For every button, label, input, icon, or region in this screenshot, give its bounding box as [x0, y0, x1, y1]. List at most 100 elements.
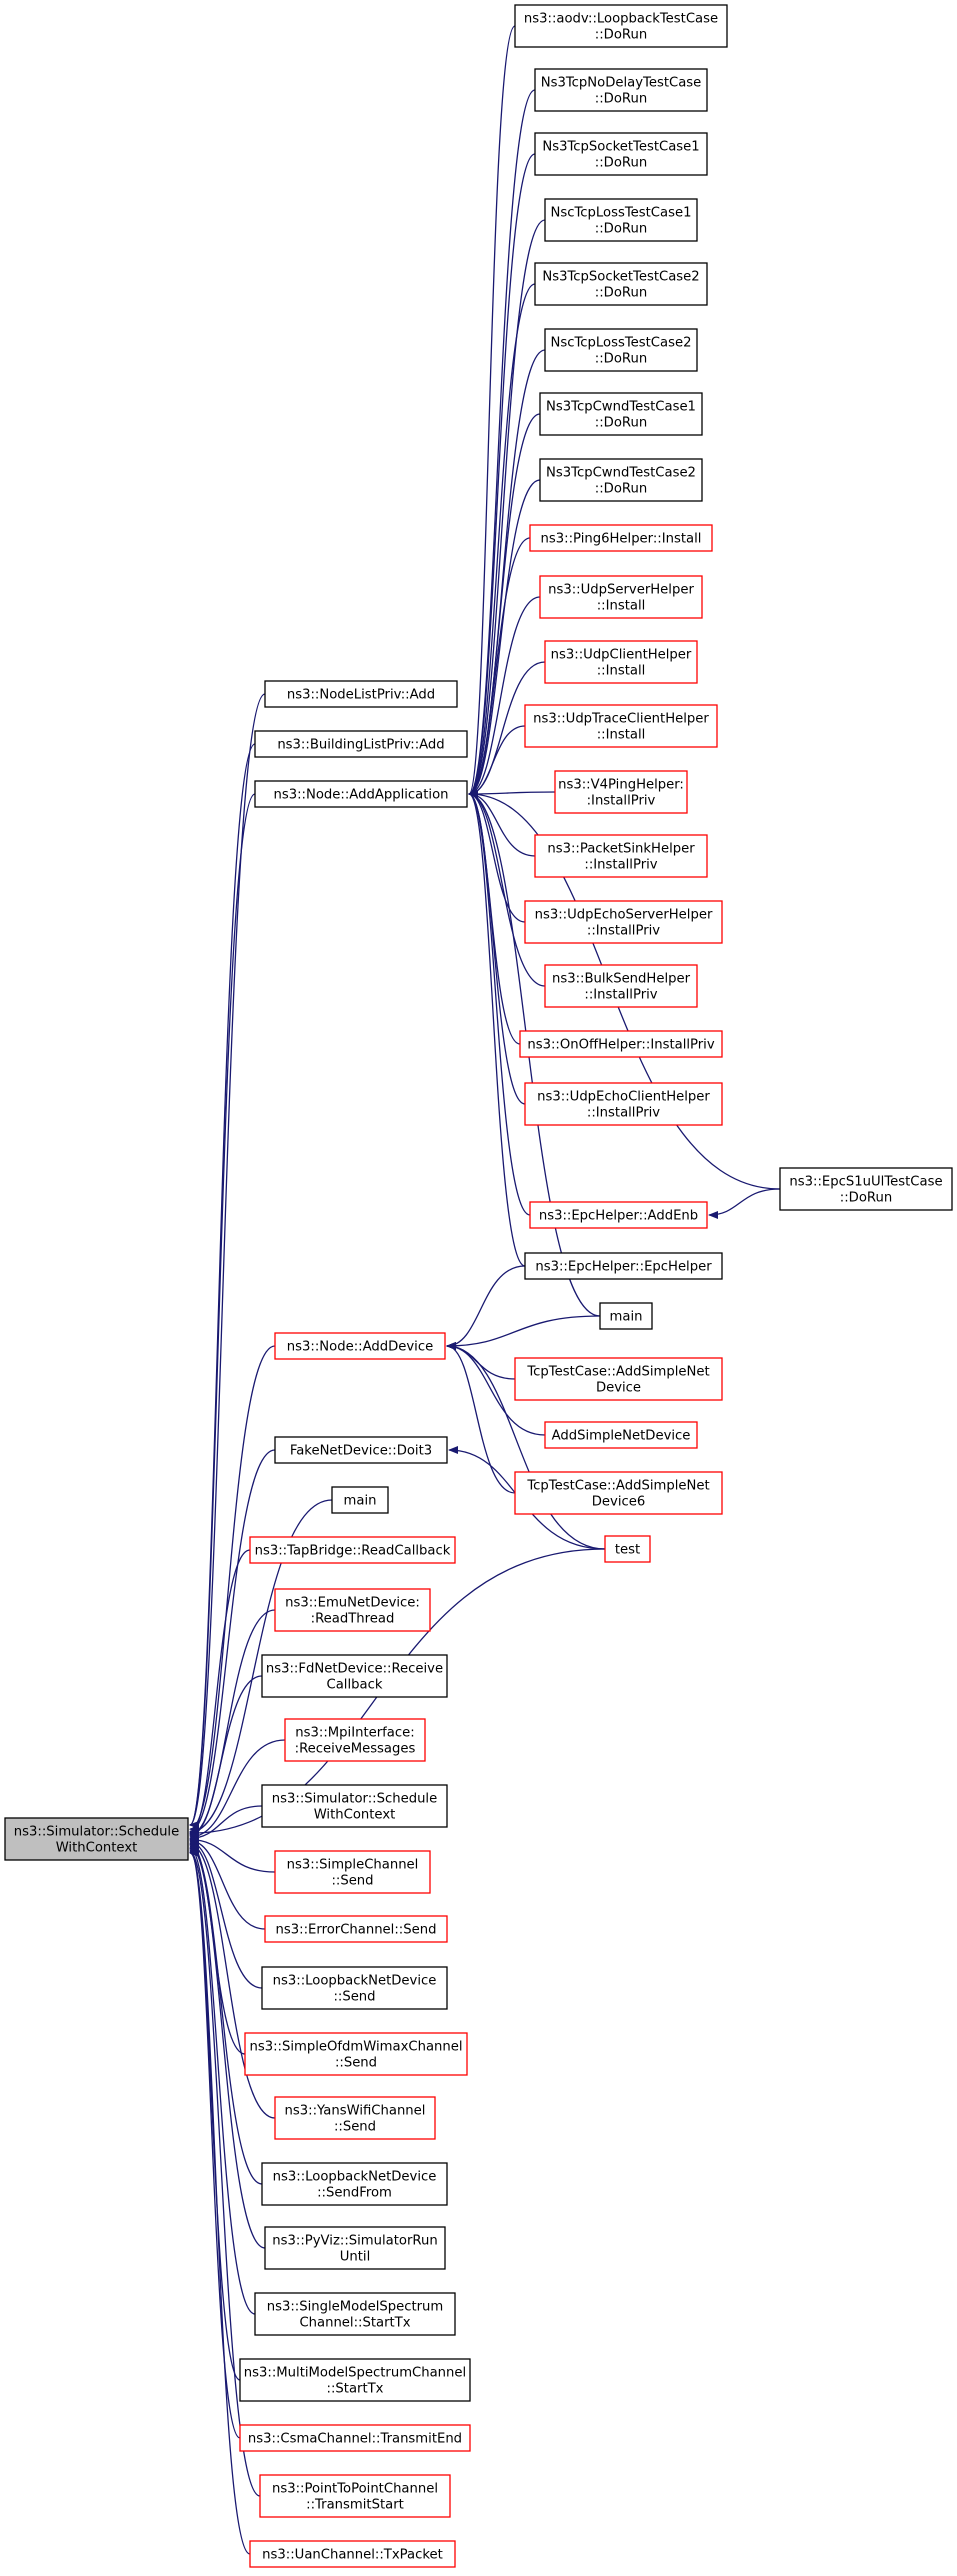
node-echoserver[interactable]: ns3::UdpEchoServerHelper::InstallPriv [524, 900, 723, 944]
node-label: test [615, 1543, 640, 1558]
edge-main2-to-root [189, 1499, 333, 1837]
edge-socket1-to-addapp [468, 153, 536, 798]
node-test[interactable]: test [604, 1535, 651, 1563]
node-box [514, 1357, 723, 1401]
node-label: ::Send [333, 1990, 375, 2005]
node-socket2[interactable]: Ns3TcpSocketTestCase2::DoRun [534, 262, 708, 306]
node-label: ns3::LoopbackNetDevice [273, 1974, 437, 1989]
node-addapp[interactable]: ns3::Node::AddApplication [254, 780, 468, 808]
node-box [259, 2474, 451, 2518]
node-errorchan[interactable]: ns3::ErrorChannel::Send [264, 1915, 448, 1943]
edge-onoff-to-addapp [468, 790, 521, 1045]
node-box [331, 1486, 389, 1514]
node-udpclient[interactable]: ns3::UdpClientHelper::Install [544, 640, 698, 684]
node-fakenet[interactable]: FakeNetDevice::Doit3 [274, 1436, 448, 1464]
node-label: ::DoRun [595, 156, 647, 171]
node-nscloss2[interactable]: NscTcpLossTestCase2::DoRun [544, 328, 698, 372]
node-box [514, 1471, 723, 1515]
node-udptrace[interactable]: ns3::UdpTraceClientHelper::Install [524, 704, 718, 748]
node-csma[interactable]: ns3::CsmaChannel::TransmitEnd [239, 2424, 471, 2452]
node-loopsend[interactable]: ns3::LoopbackNetDevice::Send [261, 1966, 448, 2010]
node-box [274, 2096, 436, 2140]
node-buildinglist[interactable]: ns3::BuildingListPriv::Add [254, 730, 468, 758]
node-ofdm[interactable]: ns3::SimpleOfdmWimaxChannel::Send [244, 2032, 468, 2076]
node-echoclient[interactable]: ns3::UdpEchoClientHelper::InstallPriv [524, 1082, 723, 1126]
node-label: ns3::BulkSendHelper [552, 972, 691, 987]
node-tapbridge[interactable]: ns3::TapBridge::ReadCallback [249, 1536, 456, 1564]
node-tcpadd[interactable]: TcpTestCase::AddSimpleNetDevice [514, 1357, 723, 1401]
node-ping6[interactable]: ns3::Ping6Helper::Install [529, 524, 713, 552]
node-multispec[interactable]: ns3::MultiModelSpectrumChannel::StartTx [239, 2358, 471, 2402]
node-socket1[interactable]: Ns3TcpSocketTestCase1::DoRun [534, 132, 708, 176]
node-label: ns3::UdpEchoClientHelper [537, 1090, 710, 1105]
node-label: ns3::ErrorChannel::Send [276, 1923, 437, 1938]
node-box [524, 900, 723, 944]
node-epchelper[interactable]: ns3::EpcHelper::EpcHelper [524, 1252, 723, 1280]
node-simplechan[interactable]: ns3::SimpleChannel::Send [274, 1850, 431, 1894]
node-box [239, 2424, 471, 2452]
node-label: ::DoRun [595, 286, 647, 301]
node-box [261, 1654, 448, 1698]
edge-nscloss1-to-addapp [468, 219, 546, 798]
edge-addsimple-to-adddevice [446, 1342, 546, 1436]
node-packetsink[interactable]: ns3::PacketSinkHelper::InstallPriv [534, 834, 708, 878]
node-label: Until [340, 2250, 371, 2265]
node-label: ns3::YansWifiChannel [285, 2104, 426, 2119]
node-box [261, 1966, 448, 2010]
node-emunet[interactable]: ns3::EmuNetDevice::ReadThread [274, 1588, 431, 1632]
node-nscloss1[interactable]: NscTcpLossTestCase1::DoRun [544, 198, 698, 242]
node-loopfrom[interactable]: ns3::LoopbackNetDevice::SendFrom [261, 2162, 448, 2206]
node-label: ns3::Node::AddDevice [287, 1340, 433, 1355]
node-adddevice[interactable]: ns3::Node::AddDevice [274, 1332, 446, 1360]
node-box [264, 1915, 448, 1943]
node-epcs1u[interactable]: ns3::EpcS1uUlTestCase::DoRun [779, 1167, 953, 1211]
node-box [544, 328, 698, 372]
node-main2[interactable]: main [331, 1486, 389, 1514]
edge-multispec-to-root [189, 1846, 241, 2381]
edge-addapp-to-root [189, 793, 256, 1829]
node-label: ns3::PointToPointChannel [272, 2482, 438, 2497]
node-box [544, 640, 698, 684]
node-label: WithContext [314, 1808, 396, 1823]
node-main1[interactable]: main [599, 1302, 653, 1330]
node-udpserver[interactable]: ns3::UdpServerHelper::Install [539, 575, 703, 619]
edge-loopsend-to-root [189, 1838, 263, 1989]
node-label: Ns3TcpNoDelayTestCase [541, 76, 702, 91]
edge-epcs1u-to-addenb [708, 1188, 781, 1219]
node-box [264, 2226, 446, 2270]
node-mpi[interactable]: ns3::MpiInterface::ReceiveMessages [284, 1718, 426, 1762]
node-addsimple[interactable]: AddSimpleNetDevice [544, 1421, 698, 1449]
node-nodelist[interactable]: ns3::NodeListPriv::Add [264, 680, 458, 708]
node-onoff[interactable]: ns3::OnOffHelper::InstallPriv [519, 1030, 723, 1058]
node-cwnd1[interactable]: Ns3TcpCwndTestCase1::DoRun [539, 392, 703, 436]
node-label: NscTcpLossTestCase1 [551, 206, 692, 221]
edge-singlespec-to-root [189, 1844, 256, 2315]
node-box [539, 458, 703, 502]
node-label: ns3::EpcHelper::EpcHelper [535, 1260, 712, 1275]
node-aodv[interactable]: ns3::aodv::LoopbackTestCase::DoRun [514, 4, 728, 48]
node-box [264, 680, 458, 708]
node-p2p[interactable]: ns3::PointToPointChannel::TransmitStart [259, 2474, 451, 2518]
edge-p2p-to-root [189, 1848, 261, 2497]
node-box [524, 1252, 723, 1280]
edge-pyviz-to-root [189, 1843, 266, 2249]
node-v4ping[interactable]: ns3::V4PingHelper::InstallPriv [554, 770, 688, 814]
node-label: ns3::EmuNetDevice: [285, 1596, 420, 1611]
node-label: ns3::PyViz::SimulatorRun [272, 2234, 437, 2249]
node-box [599, 1302, 653, 1330]
node-cwnd2[interactable]: Ns3TcpCwndTestCase2::DoRun [539, 458, 703, 502]
edge-main1-to-adddevice [446, 1315, 601, 1350]
node-addenb[interactable]: ns3::EpcHelper::AddEnb [529, 1201, 708, 1229]
node-box [534, 68, 708, 112]
node-yans[interactable]: ns3::YansWifiChannel::Send [274, 2096, 436, 2140]
node-uan[interactable]: ns3::UanChannel::TxPacket [249, 2540, 456, 2568]
node-box [244, 2032, 468, 2076]
node-bulksend[interactable]: ns3::BulkSendHelper::InstallPriv [544, 964, 698, 1008]
node-nodelay[interactable]: Ns3TcpNoDelayTestCase::DoRun [534, 68, 708, 112]
